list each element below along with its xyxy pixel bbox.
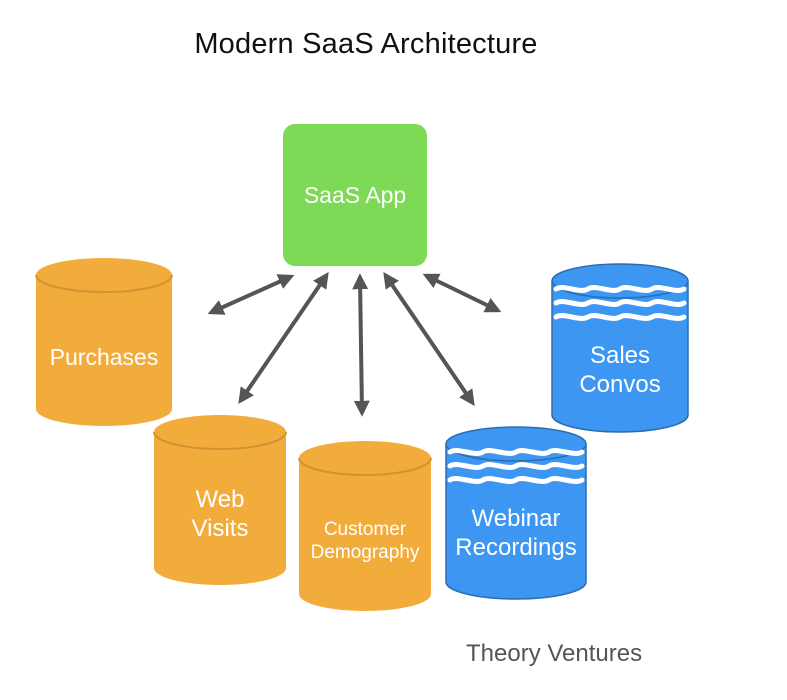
customer-demography-label: Customer Demography (310, 519, 420, 563)
webinar-recordings-cylinder (445, 426, 587, 600)
web-visits-connector-arrow (238, 272, 329, 404)
connector-group (207, 272, 502, 417)
customer-demography-connector-arrow (352, 273, 370, 417)
sales-convos-cylinder (551, 263, 689, 433)
web-visits-cylinder-top (154, 415, 286, 449)
web-visits-cylinder (153, 415, 287, 585)
saas-app-label: SaaS App (303, 181, 407, 208)
purchases-cylinder-top (36, 258, 172, 292)
data-source-group (35, 258, 689, 611)
webinar-recordings-cylinder-top (445, 426, 587, 462)
purchases-cylinder-body (36, 275, 172, 426)
web-visits-label: Web Visits (191, 486, 249, 542)
saas-app-node: SaaS App (283, 124, 427, 266)
webinar-recordings-wave-stripe (447, 462, 585, 470)
webinar-recordings-connector-arrow (383, 272, 475, 406)
sales-convos-connector-arrow (422, 273, 502, 313)
purchases-cylinder-rim (35, 274, 173, 293)
customer-demography-cylinder-body (299, 458, 431, 611)
webinar-recordings-wave-stripe (447, 448, 585, 456)
customer-demography-cylinder (298, 441, 432, 611)
footer-credit: Theory Ventures (466, 640, 643, 667)
webinar-recordings-wave-stripe (447, 476, 585, 484)
web-visits-cylinder-body (154, 432, 286, 585)
purchases-connector-arrow (207, 274, 295, 315)
customer-demography-cylinder-rim (298, 457, 432, 476)
purchases-cylinder (35, 258, 173, 426)
diagram-title: Modern SaaS Architecture (194, 28, 538, 60)
customer-demography-cylinder-top (299, 441, 431, 475)
sales-convos-label: Sales Convos (579, 342, 661, 398)
purchases-label: Purchases (49, 344, 159, 370)
sales-convos-wave-stripe (553, 299, 687, 307)
sales-convos-cylinder-top (551, 263, 689, 299)
web-visits-cylinder-rim (153, 431, 287, 450)
sales-convos-wave-stripe (553, 313, 687, 321)
sales-convos-wave-stripe (553, 285, 687, 293)
webinar-recordings-label: Webinar Recordings (455, 505, 577, 561)
